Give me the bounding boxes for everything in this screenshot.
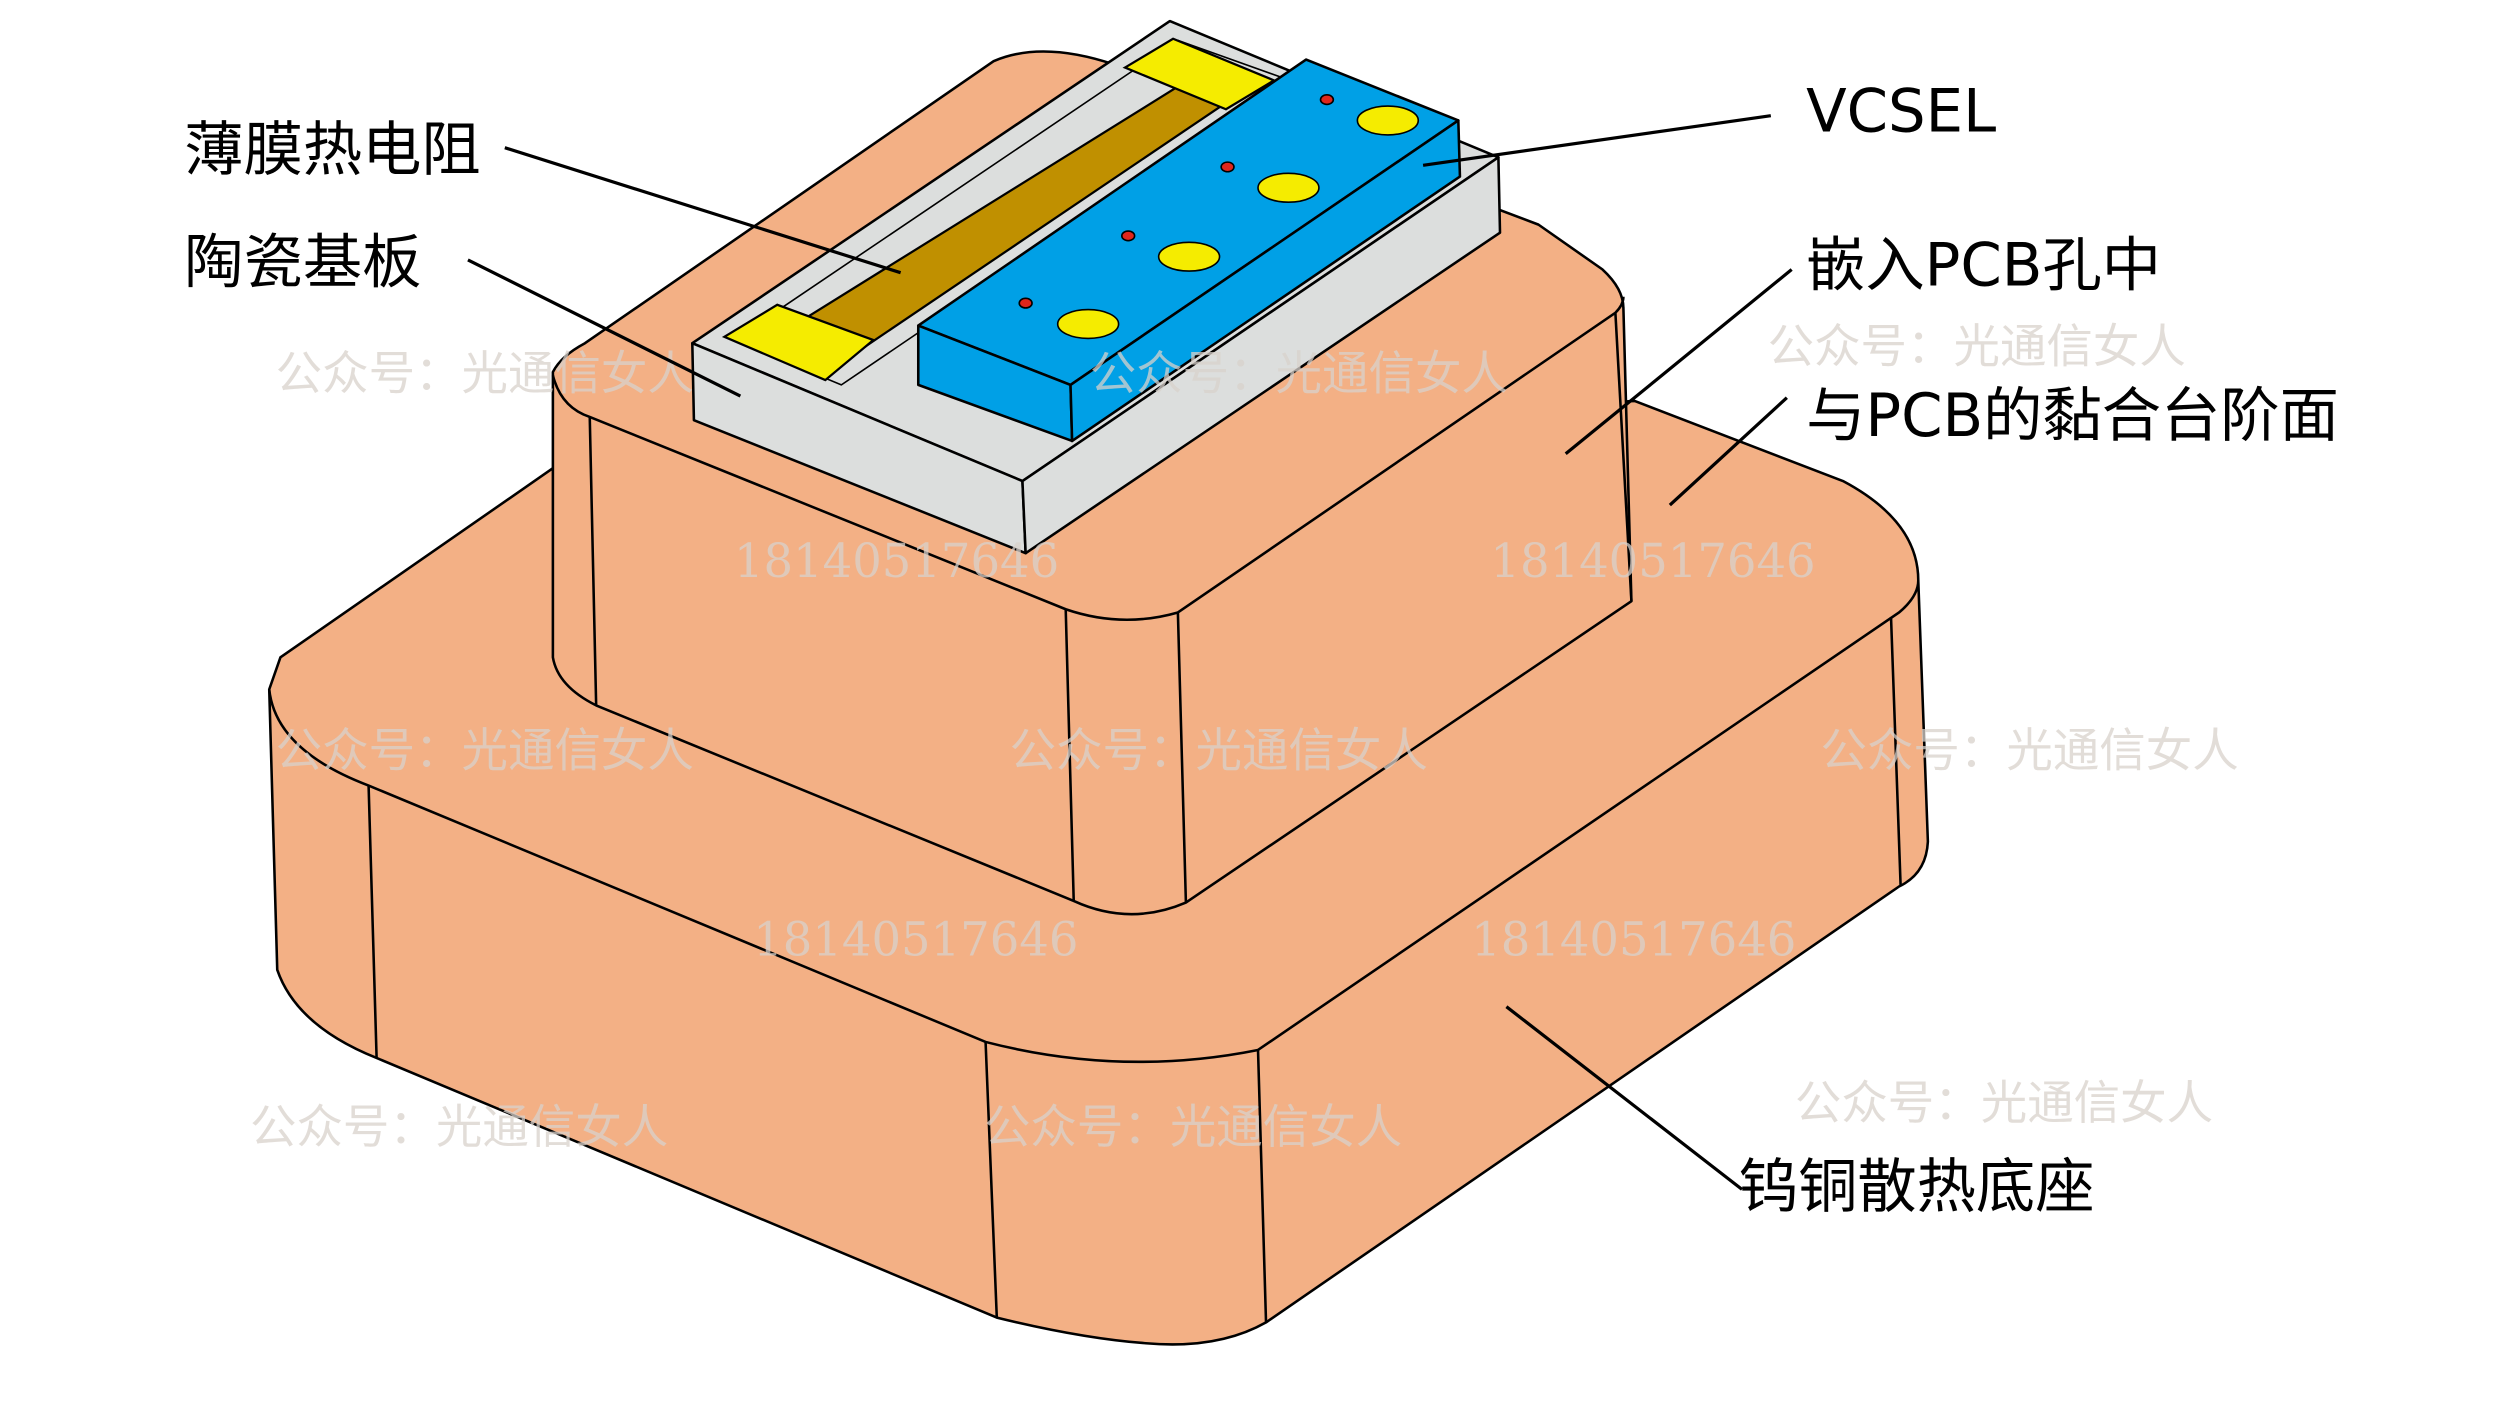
vcsel-chip bbox=[916, 58, 1462, 443]
leader-lines bbox=[467, 114, 1793, 1191]
leader-line-vcsel bbox=[1422, 114, 1772, 167]
thin-film-resistor bbox=[721, 37, 1277, 382]
watermark-text: 18140517646 bbox=[1490, 534, 1815, 588]
label-ceramic-substrate: 陶瓷基板 bbox=[184, 227, 421, 296]
watermark-text: 公众号：光通信女人 bbox=[1768, 319, 2186, 373]
leader-line-base bbox=[1505, 1005, 1743, 1191]
watermark-text: 公众号：光通信女人 bbox=[276, 723, 694, 777]
label-pcb-bonding-step: 与PCB的黏合台阶面 bbox=[1806, 381, 2339, 450]
watermark-text: 公众号：光通信女人 bbox=[984, 1100, 1402, 1154]
watermark-text: 公众号：光通信女人 bbox=[1795, 1076, 2213, 1130]
leader-line-resistor bbox=[504, 146, 902, 275]
leader-line-ceramic bbox=[467, 258, 742, 398]
watermark-text: 18140517646 bbox=[734, 534, 1059, 588]
label-wcu-heatsink-base: 钨铜散热底座 bbox=[1739, 1152, 2095, 1221]
label-embedded-in-pcb-hole: 嵌入PCB孔中 bbox=[1806, 231, 2161, 300]
watermark-text: 公众号：光通信女人 bbox=[250, 1100, 668, 1154]
label-vcsel: VCSEL bbox=[1806, 77, 1996, 146]
watermark-text: 公众号：光通信女人 bbox=[276, 347, 694, 401]
watermark-text: 18140517646 bbox=[1471, 912, 1796, 966]
leader-line-step bbox=[1668, 396, 1788, 507]
watermark-text: 公众号：光通信女人 bbox=[1821, 723, 2239, 777]
watermark-text: 公众号：光通信女人 bbox=[1010, 723, 1428, 777]
label-thin-film-resistor: 薄膜热电阻 bbox=[184, 115, 480, 184]
leader-line-embedded bbox=[1564, 268, 1793, 456]
watermarks: 公众号：光通信女人 公众号：光通信女人 公众号：光通信女人 1814051764… bbox=[250, 319, 2239, 1153]
watermark-text: 公众号：光通信女人 bbox=[1090, 347, 1508, 401]
watermark-text: 18140517646 bbox=[753, 912, 1078, 966]
bottom-pad bbox=[721, 303, 876, 382]
